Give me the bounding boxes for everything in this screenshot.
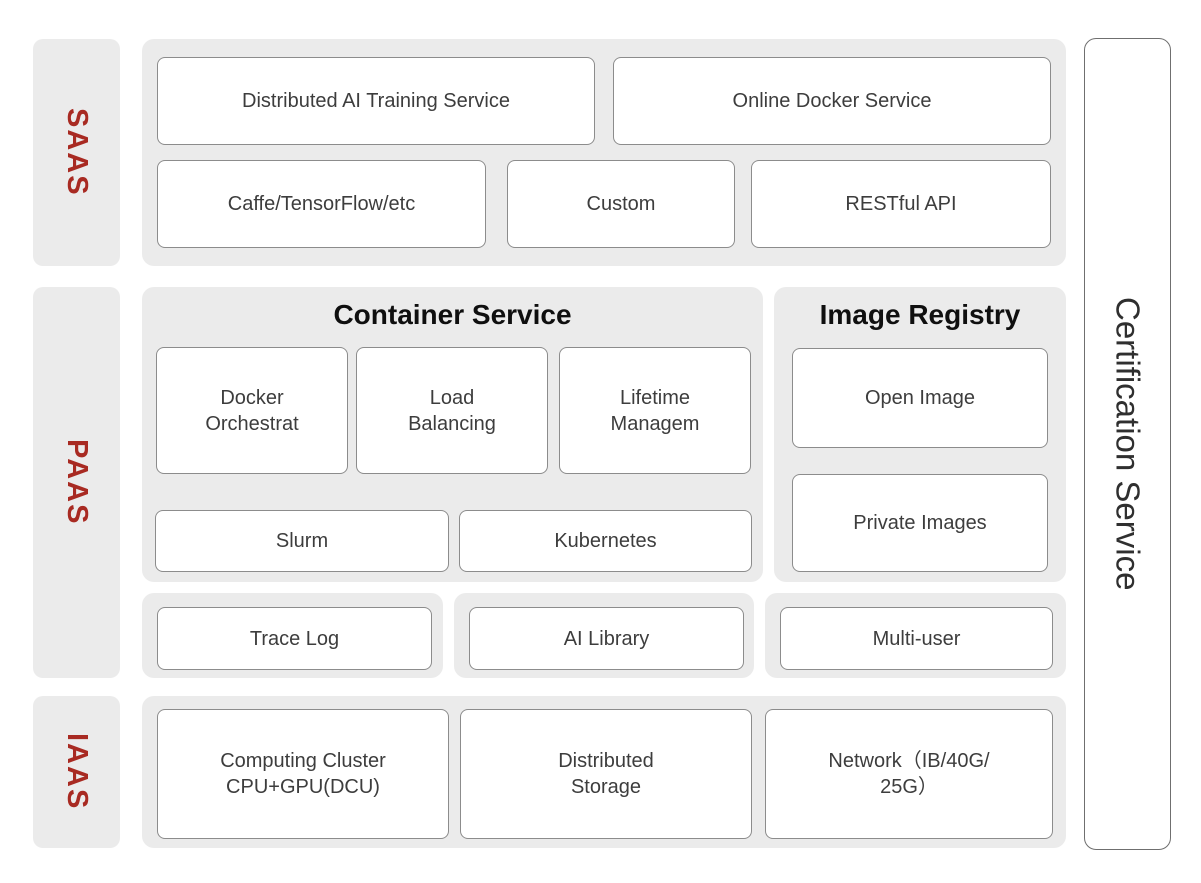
box-load-balancing: Load Balancing <box>356 347 548 474</box>
certification-service-label: Certification Service <box>1109 297 1147 591</box>
layer-rail-paas: PAAS <box>33 287 120 678</box>
box-open-image: Open Image <box>792 348 1048 448</box>
container-service-panel: Container Service Docker Orchestrat Load… <box>142 287 763 582</box>
layer-rail-iaas: IAAS <box>33 696 120 848</box>
box-lifetime-managem: Lifetime Managem <box>559 347 751 474</box>
box-trace-log: Trace Log <box>157 607 432 670</box>
box-distributed-ai-training-service: Distributed AI Training Service <box>157 57 595 145</box>
box-ai-library: AI Library <box>469 607 744 670</box>
layer-label-iaas: IAAS <box>61 733 93 811</box>
multi-user-panel: Multi-user <box>765 593 1066 678</box>
trace-log-panel: Trace Log <box>142 593 443 678</box>
box-restful-api: RESTful API <box>751 160 1051 248</box>
box-computing-cluster: Computing Cluster CPU+GPU(DCU) <box>157 709 449 839</box>
image-registry-panel: Image Registry Open Image Private Images <box>774 287 1066 582</box>
box-slurm: Slurm <box>155 510 449 572</box>
box-network: Network（IB/40G/ 25G） <box>765 709 1053 839</box>
box-kubernetes: Kubernetes <box>459 510 752 572</box>
iaas-panel: Computing Cluster CPU+GPU(DCU) Distribut… <box>142 696 1066 848</box>
layer-label-paas: PAAS <box>61 439 93 526</box>
box-distributed-storage: Distributed Storage <box>460 709 752 839</box>
layer-rail-saas: SAAS <box>33 39 120 266</box>
container-service-title: Container Service <box>333 299 572 330</box>
box-multi-user: Multi-user <box>780 607 1053 670</box>
box-custom: Custom <box>507 160 735 248</box>
layer-label-saas: SAAS <box>61 108 93 197</box>
image-registry-title: Image Registry <box>819 299 1021 330</box>
box-docker-orchestrat: Docker Orchestrat <box>156 347 348 474</box>
box-caffe-tensorflow-etc: Caffe/TensorFlow/etc <box>157 160 486 248</box>
box-online-docker-service: Online Docker Service <box>613 57 1051 145</box>
saas-panel: Distributed AI Training Service Online D… <box>142 39 1066 266</box>
ai-library-panel: AI Library <box>454 593 754 678</box>
certification-service-bar: Certification Service <box>1084 38 1171 850</box>
box-private-images: Private Images <box>792 474 1048 572</box>
